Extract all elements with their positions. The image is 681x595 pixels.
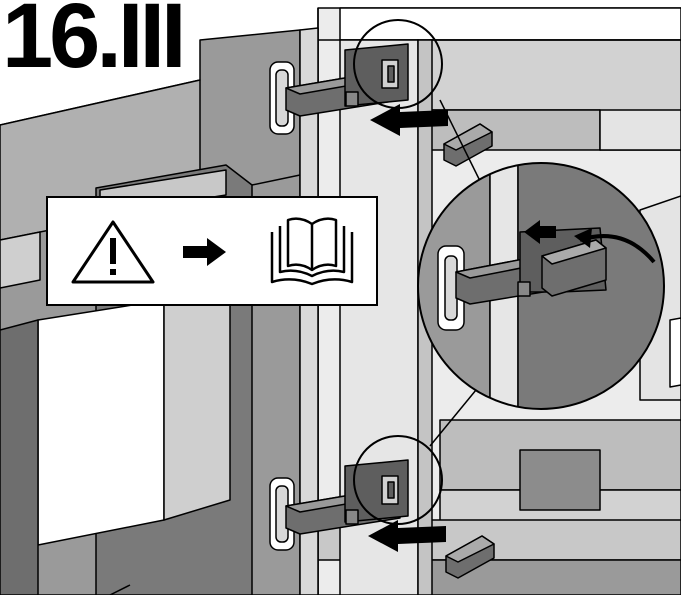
hinge-bottom — [269, 459, 409, 551]
detail-push-arrow — [524, 220, 556, 244]
open-book-icon — [270, 217, 354, 286]
hinge-clip-top — [443, 123, 493, 167]
arrow-right-icon — [183, 238, 226, 266]
detail-view — [417, 162, 665, 410]
detail-leader-lines — [429, 99, 483, 447]
hinge-top — [269, 43, 409, 135]
step-number-label: 16.III — [2, 0, 187, 87]
hinge-clip-bottom — [445, 535, 495, 579]
warning-triangle-icon — [71, 220, 155, 284]
push-arrow-bottom — [368, 520, 446, 552]
instruction-panel — [46, 196, 378, 306]
push-arrow-top — [370, 104, 448, 136]
